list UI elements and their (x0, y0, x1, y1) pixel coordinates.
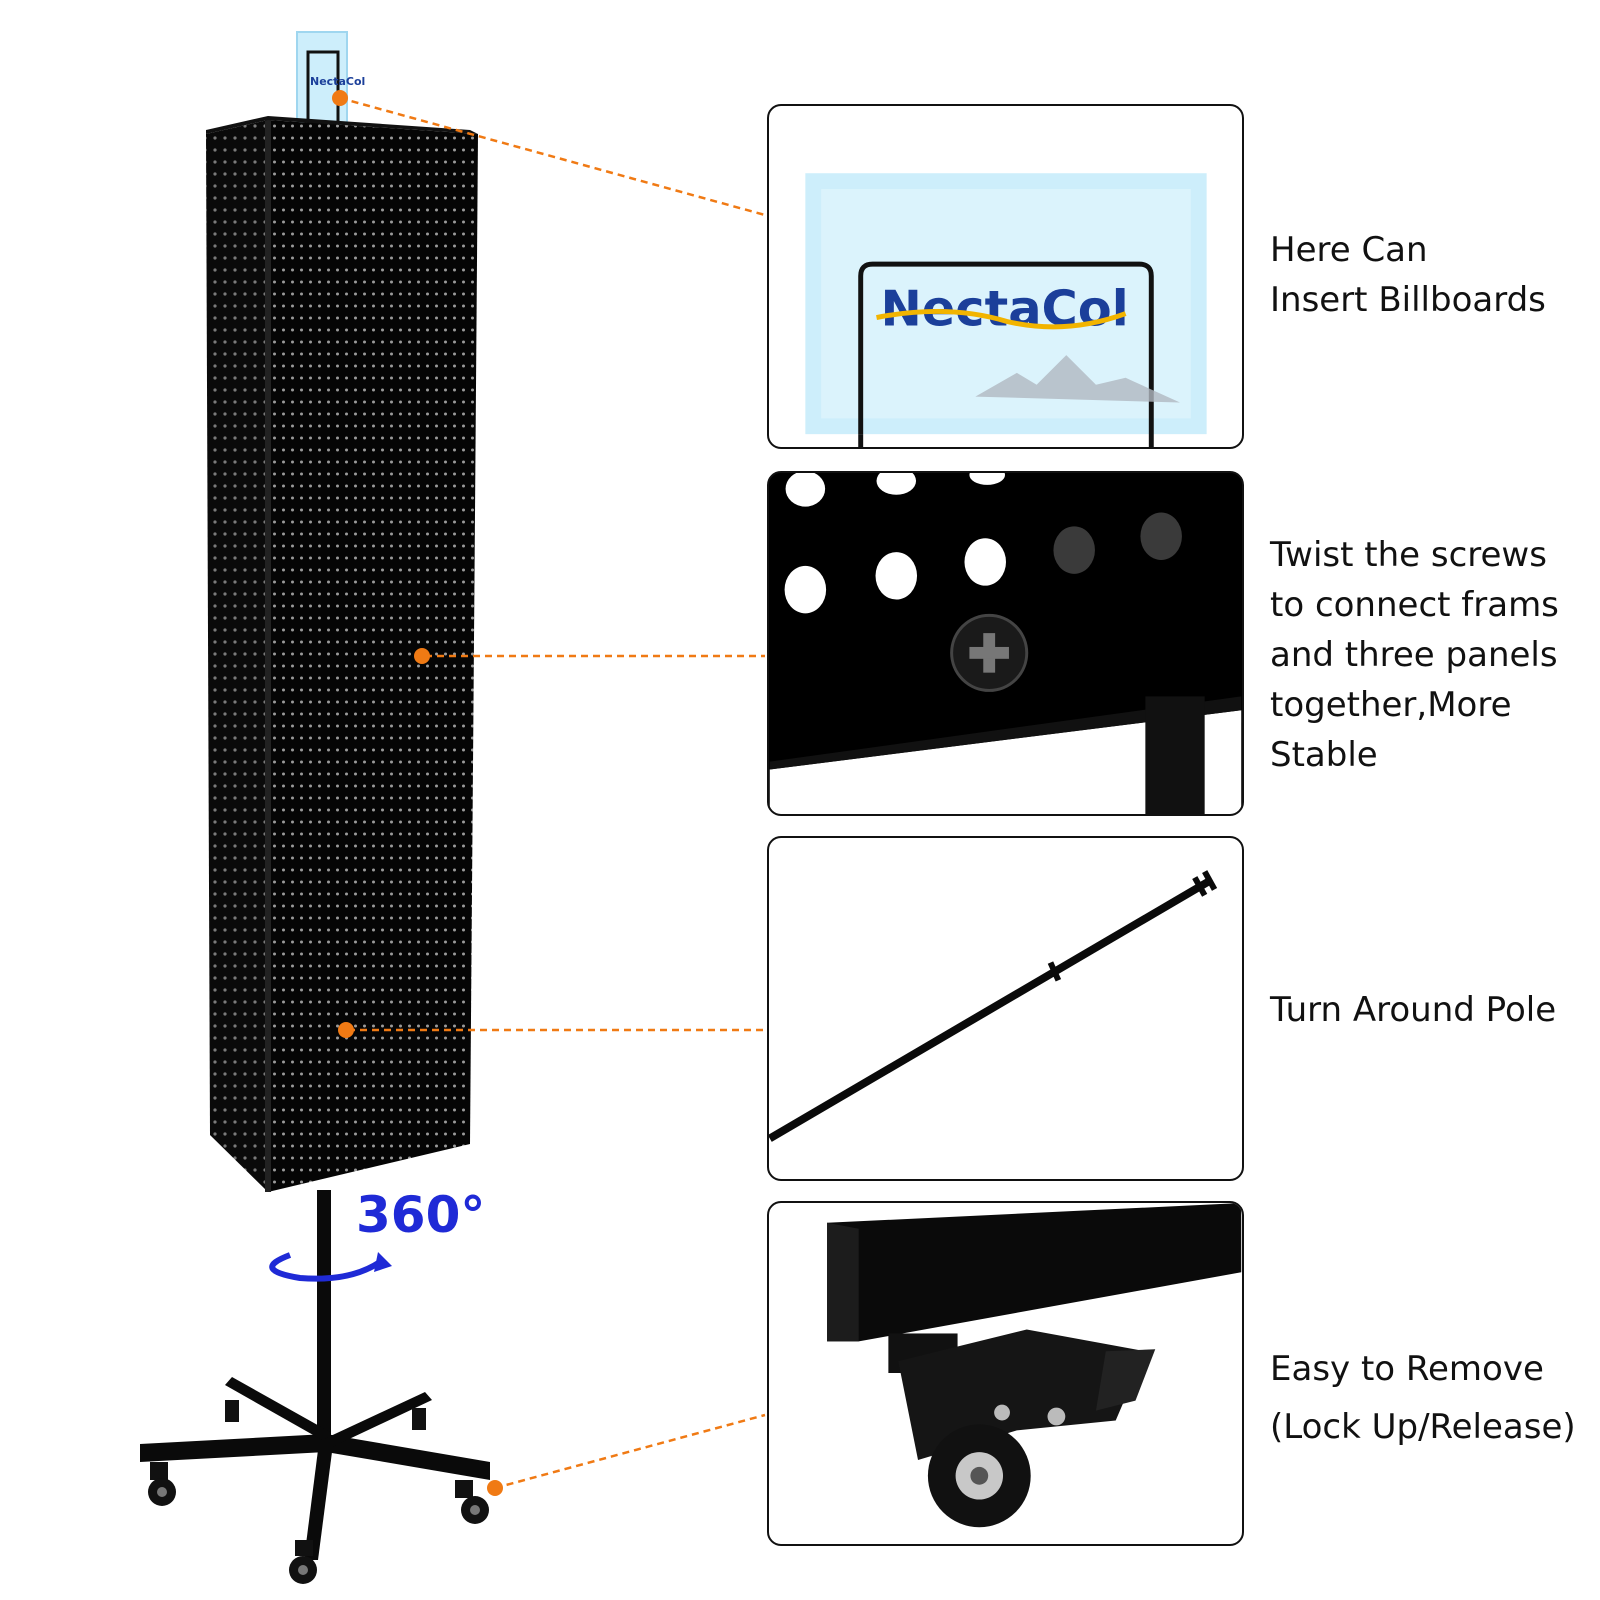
screw-detail-illustration (769, 473, 1242, 814)
billboard-detail-card: NectaCol (767, 104, 1244, 449)
callout-dots (332, 90, 503, 1496)
feature-caption-screws: Twist the screws to connect frams and th… (1270, 535, 1559, 775)
feature-caption-billboard: Here Can Insert Billboards (1270, 230, 1546, 320)
billboard-detail-illustration: NectaCol (805, 173, 1207, 447)
pole-detail-card (767, 836, 1244, 1181)
feature-caption-pole: Turn Around Pole (1270, 990, 1557, 1030)
rack-base (140, 1377, 490, 1584)
caster-detail-illustration (827, 1203, 1242, 1528)
callout-lines (339, 96, 766, 1490)
screw-detail-card (767, 471, 1244, 816)
rack-tower (206, 116, 478, 1192)
svg-text:NectaCol: NectaCol (310, 75, 365, 88)
feature-caption-caster: Easy to Remove (Lock Up/Release) (1270, 1349, 1576, 1447)
rotation-label: 360° (356, 1186, 486, 1244)
screw-head-icon (950, 613, 1029, 692)
rotation-arrow-icon (269, 1252, 392, 1282)
support-pole (317, 1190, 331, 1440)
caster-wheel-icon (888, 1329, 1156, 1528)
pole-detail-illustration (769, 870, 1218, 1142)
caster-detail-card (767, 1201, 1244, 1546)
billboard-brand-text: NectaCol (880, 279, 1128, 337)
top-billboard: NectaCol (296, 31, 365, 126)
